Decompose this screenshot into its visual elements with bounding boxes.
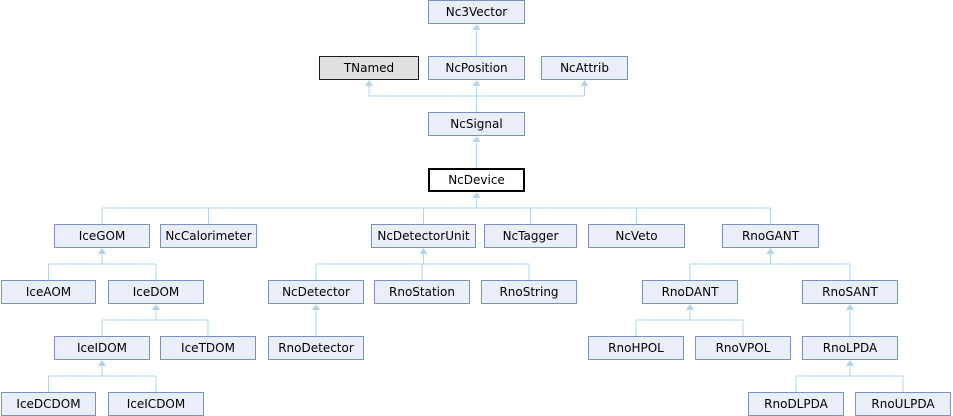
class-node-rnosant[interactable]: RnoSANT [802,280,898,304]
class-node-ncposition[interactable]: NcPosition [428,56,525,80]
class-node-rnoulpda[interactable]: RnoULPDA [855,392,951,416]
class-node-rnohpol[interactable]: RnoHPOL [588,336,684,360]
class-node-iceidom[interactable]: IceIDOM [54,336,150,360]
class-node-ncdevice[interactable]: NcDevice [428,168,525,192]
class-node-ncattrib[interactable]: NcAttrib [541,56,628,80]
class-node-nccalorimeter[interactable]: NcCalorimeter [160,224,257,248]
class-node-rnolpda[interactable]: RnoLPDA [802,336,898,360]
class-node-ncdetector[interactable]: NcDetector [268,280,364,304]
class-node-icedcdom[interactable]: IceDCDOM [1,392,96,416]
class-node-iceaom[interactable]: IceAOM [1,280,96,304]
class-node-icedom[interactable]: IceDOM [108,280,204,304]
class-node-iceicdom[interactable]: IceICDOM [108,392,204,416]
class-node-rnostring[interactable]: RnoString [481,280,577,304]
class-node-ncdetectorunit[interactable]: NcDetectorUnit [371,224,476,248]
class-node-tnamed[interactable]: TNamed [319,56,419,80]
class-node-rnodetector[interactable]: RnoDetector [268,336,364,360]
class-node-rnodant[interactable]: RnoDANT [642,280,738,304]
class-node-nc3vector[interactable]: Nc3Vector [428,0,525,24]
class-node-rnodlpda[interactable]: RnoDLPDA [748,392,844,416]
class-node-rnostation[interactable]: RnoStation [374,280,470,304]
class-node-ncveto[interactable]: NcVeto [588,224,685,248]
class-node-ncsignal[interactable]: NcSignal [428,112,525,136]
class-node-nctagger[interactable]: NcTagger [484,224,577,248]
class-node-icegom[interactable]: IceGOM [54,224,150,248]
class-node-icetdom[interactable]: IceTDOM [160,336,256,360]
class-node-rnovpol[interactable]: RnoVPOL [695,336,791,360]
class-node-rnogant[interactable]: RnoGANT [722,224,819,248]
